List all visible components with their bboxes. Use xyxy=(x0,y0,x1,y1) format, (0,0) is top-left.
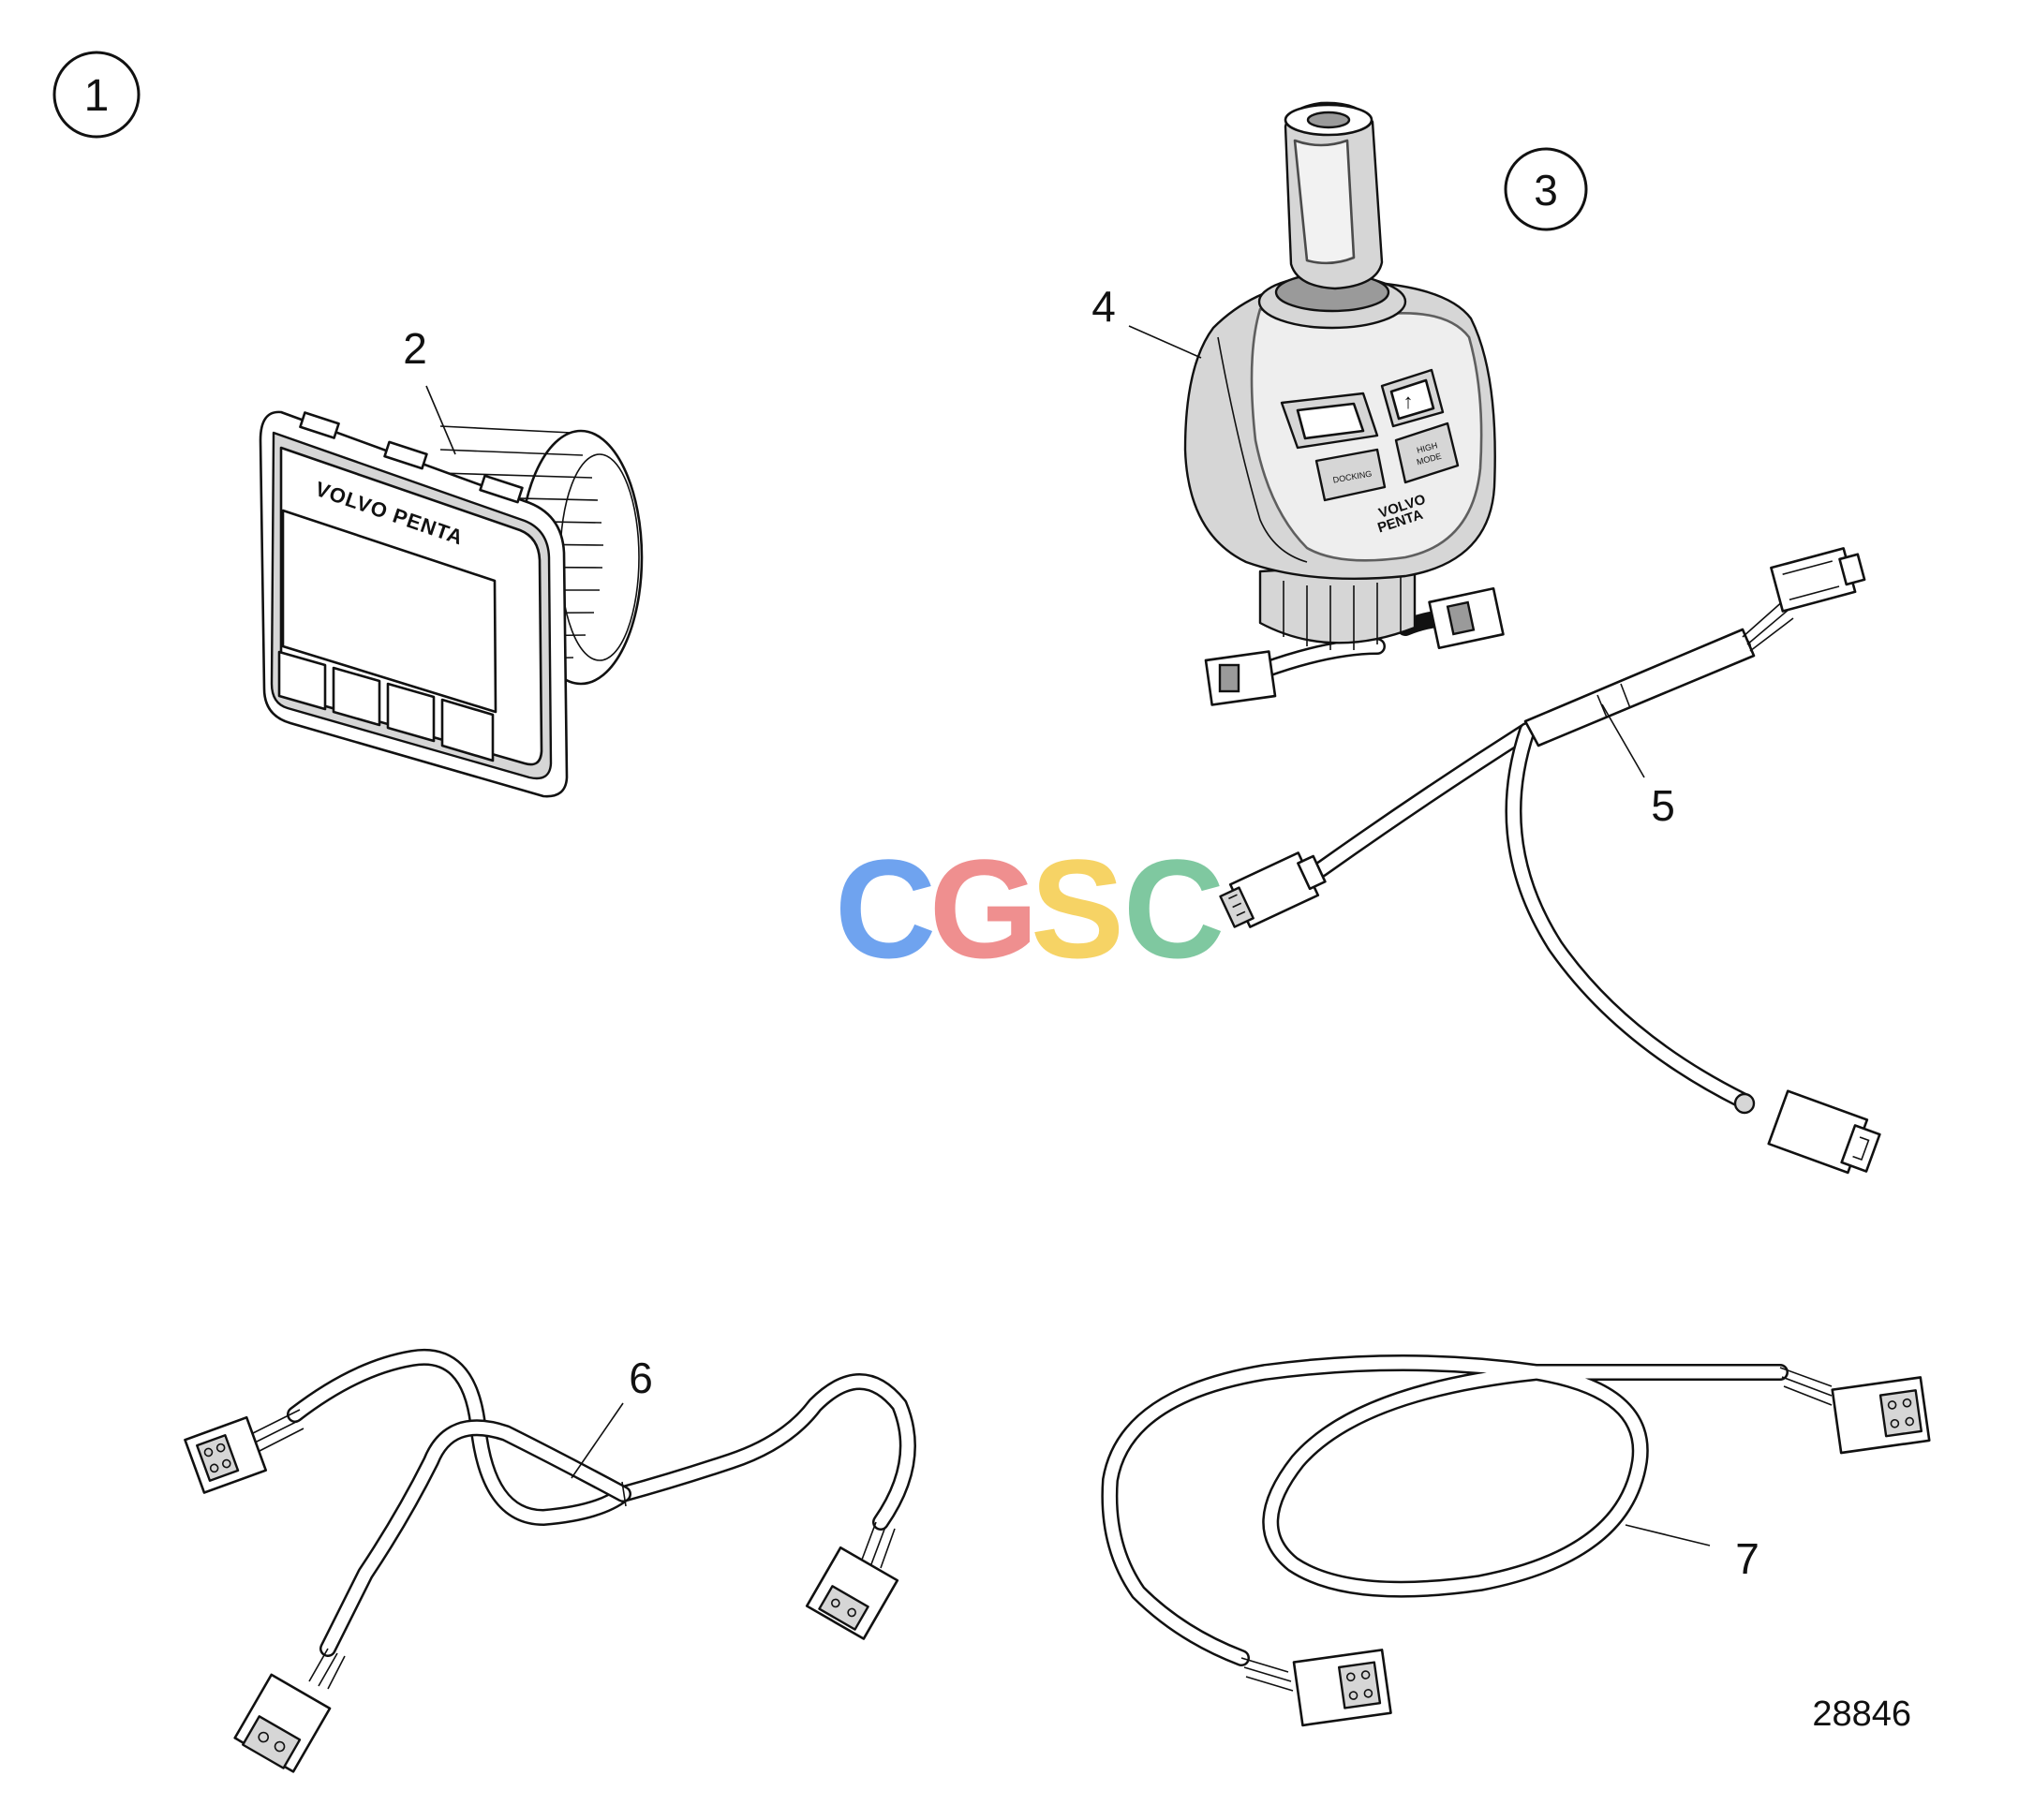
callout-5-label: 5 xyxy=(1651,781,1675,830)
callout-4: 4 xyxy=(1091,282,1202,359)
watermark-letter-3: S xyxy=(1031,830,1124,987)
callout-2: 2 xyxy=(403,324,456,455)
callout-3-label: 3 xyxy=(1534,166,1558,215)
y-harness xyxy=(1219,547,1881,1175)
watermark-letter-1: C xyxy=(835,830,936,987)
callout-6: 6 xyxy=(571,1354,653,1479)
figure-number: 28846 xyxy=(1812,1694,1911,1734)
extension-cable xyxy=(1101,1354,1931,1727)
callout-4-label: 4 xyxy=(1091,282,1116,331)
display-unit: VOLVO PENTA xyxy=(259,410,644,798)
callout-7: 7 xyxy=(1625,1524,1759,1583)
watermark-letter-4: C xyxy=(1123,830,1225,987)
callout-7-label: 7 xyxy=(1735,1534,1759,1583)
joystick: ↑ DOCKING HIGH MODE VOLVO PENTA xyxy=(1183,101,1505,706)
callout-3: 3 xyxy=(1504,147,1588,231)
callout-1-label: 1 xyxy=(84,71,110,121)
callout-2-label: 2 xyxy=(403,324,427,373)
callout-1: 1 xyxy=(52,51,141,139)
callout-6-label: 6 xyxy=(629,1354,653,1402)
watermark-letter-2: G xyxy=(929,830,1039,987)
watermark: C G S C xyxy=(835,830,1225,987)
callout-5: 5 xyxy=(1601,703,1675,830)
svg-text:↑: ↑ xyxy=(1403,390,1414,413)
harness-6 xyxy=(184,1348,916,1773)
